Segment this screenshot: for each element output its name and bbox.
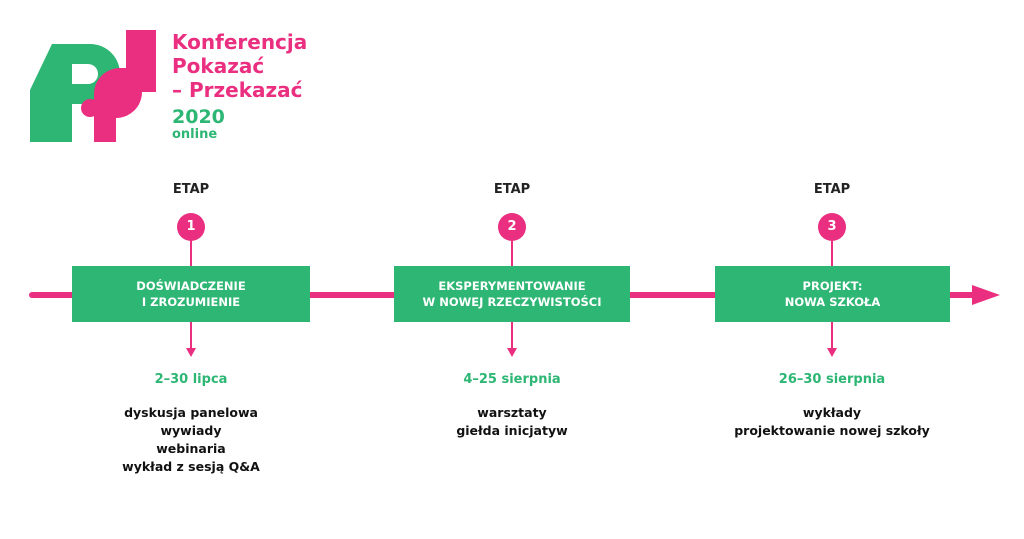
- stage-3-title-line-2: NOWA SZKOŁA: [784, 295, 881, 309]
- stage-1-number-circle: [177, 213, 205, 241]
- stage-1-down-arrow-icon: [186, 348, 196, 357]
- stage-2-box: EKSPERYMENTOWANIE W NOWEJ RZECZYWISTOŚCI: [394, 266, 630, 322]
- stage-3-box: PROJEKT: NOWA SZKOŁA: [715, 266, 950, 322]
- ph-monogram-logo-icon: [30, 30, 156, 142]
- stage-1-activity-1: dyskusja panelowa: [124, 405, 258, 420]
- stage-1-activity-2: wywiady: [160, 423, 222, 439]
- stage-1-date: 2–30 lipca: [154, 372, 228, 387]
- stage-1-label: ETAP: [172, 182, 210, 197]
- stage-3-number-circle: [818, 213, 846, 241]
- stage-1-activities: dyskusja panelowa wywiady webinaria wykł…: [51, 404, 331, 477]
- stage-3-number: 3: [827, 219, 837, 234]
- stage-1-title-line-1: DOŚWIADCZENIE: [136, 278, 246, 293]
- stage-2-label: ETAP: [493, 182, 531, 197]
- stage-3-down-arrow-icon: [827, 348, 837, 357]
- stage-1-activity-4: wykład z sesją Q&A: [122, 459, 260, 475]
- stage-2-down-arrow-icon: [507, 348, 517, 357]
- logo-year: 2020: [172, 106, 225, 128]
- stage-2-number: 2: [507, 219, 517, 234]
- timeline-arrowhead-icon: [972, 285, 1000, 305]
- stage-2-activity-2: giełda inicjatyw: [456, 423, 568, 439]
- stage-3-activity-1: wykłady: [802, 405, 862, 420]
- conference-title: Konferencja Pokazać – Przekazać 2020 onl…: [172, 30, 307, 142]
- stage-1-title-line-2: I ZROZUMIENIE: [141, 295, 241, 309]
- logo-pink-shape: [94, 30, 156, 142]
- stage-3-activities: wykłady projektowanie nowej szkoły: [692, 404, 972, 440]
- logo-mode: online: [172, 126, 218, 142]
- stage-3-title-line-1: PROJEKT:: [802, 278, 863, 293]
- stage-1-box: DOŚWIADCZENIE I ZROZUMIENIE: [72, 266, 310, 322]
- logo-green-shape: [30, 44, 72, 142]
- stage-1-activity-3: webinaria: [156, 441, 226, 457]
- stage-1-number: 1: [186, 219, 196, 234]
- stage-3-activity-2: projektowanie nowej szkoły: [734, 423, 930, 439]
- stage-2-activities: warsztaty giełda inicjatyw: [372, 404, 652, 440]
- stage-2-activity-1: warsztaty: [477, 405, 547, 420]
- stage-2-title-line-2: W NOWEJ RZECZYWISTOŚCI: [422, 295, 602, 309]
- stage-2-date: 4–25 sierpnia: [463, 372, 561, 387]
- stage-2-title-line-1: EKSPERYMENTOWANIE: [438, 278, 586, 293]
- logo-pink-dot: [81, 99, 99, 117]
- logo-title-line-3: – Przekazać: [172, 78, 303, 102]
- stage-2-number-circle: [498, 213, 526, 241]
- logo-title-line-2: Pokazać: [172, 54, 265, 78]
- stage-3-label: ETAP: [813, 182, 851, 197]
- stage-3-date: 26–30 sierpnia: [778, 372, 886, 387]
- logo-title-line-1: Konferencja: [172, 30, 308, 54]
